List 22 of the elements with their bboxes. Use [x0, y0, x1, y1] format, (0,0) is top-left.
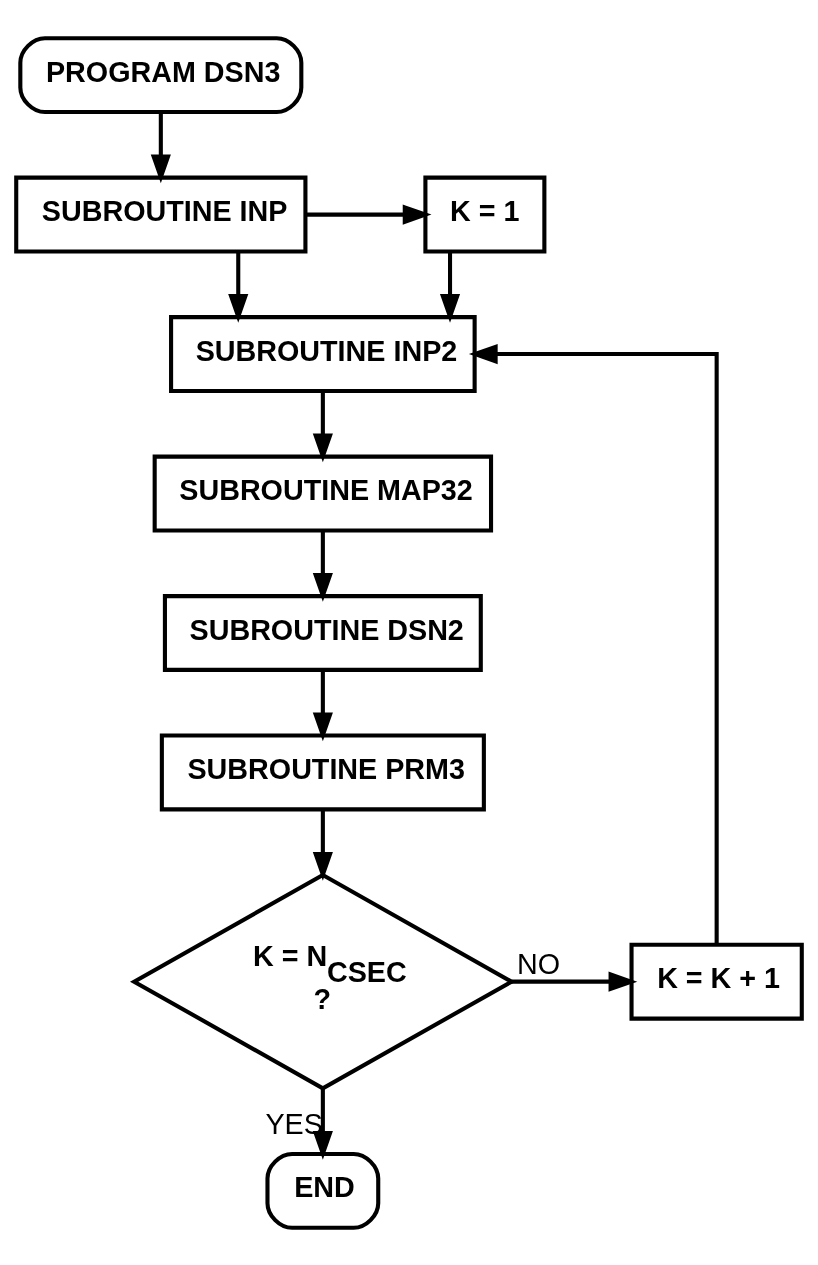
node-box: SUBROUTINE INP2	[169, 314, 477, 393]
node-box: SUBROUTINE INP	[14, 175, 308, 254]
arrow	[439, 251, 461, 323]
node-box: SUBROUTINE MAP32	[152, 454, 494, 532]
arrow	[312, 530, 333, 602]
node-box: K = K + 1	[629, 942, 804, 1021]
arrow	[305, 204, 432, 225]
arrow	[150, 112, 171, 183]
node-box: SUBROUTINE DSN2	[162, 593, 483, 672]
arrow	[511, 971, 638, 992]
arrow	[312, 669, 333, 741]
arrow	[312, 390, 333, 462]
edge-label: NO	[517, 947, 561, 980]
arrow	[228, 251, 249, 323]
node-box: PROGRAM DSN3	[18, 35, 304, 114]
arrow	[468, 343, 719, 944]
arrow	[312, 1088, 333, 1160]
edge-label: YES	[265, 1107, 323, 1140]
node-box: SUBROUTINE PRM3	[159, 733, 486, 811]
node-box: END	[265, 1151, 381, 1230]
arrow	[312, 809, 333, 881]
node-box: K = 1	[423, 175, 547, 254]
